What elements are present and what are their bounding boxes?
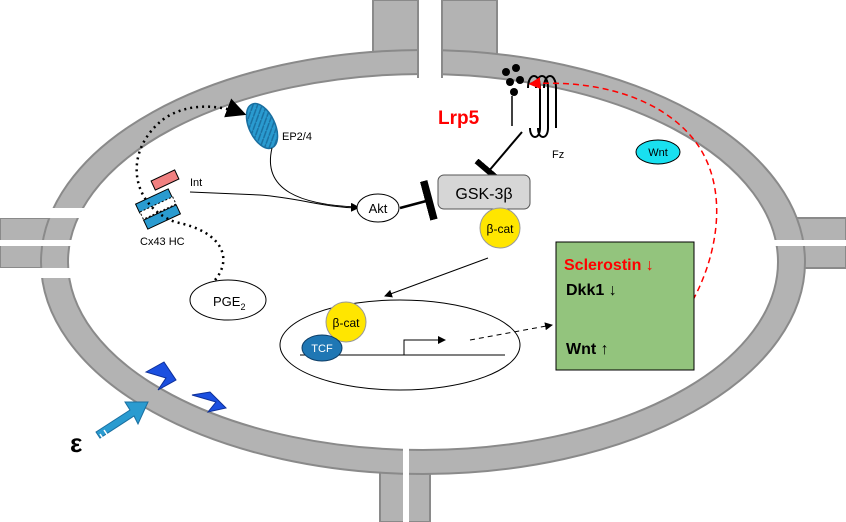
strain-epsilon-label: ε	[70, 428, 82, 458]
int-to-akt-arrow	[189, 191, 359, 212]
wnt-ligand-dots	[502, 64, 524, 96]
gsk3b-box	[437, 174, 531, 210]
lrp5-label: Lrp5	[438, 108, 480, 129]
wnt-feedback-arrow	[528, 77, 718, 301]
flow-chevron-2	[191, 391, 227, 413]
bcat-cyto-label: β-cat	[487, 222, 515, 236]
strain-arrow	[95, 401, 149, 447]
inhibit-gsk-from-akt	[399, 180, 438, 221]
fz-label: Fz	[552, 149, 564, 161]
bcat-translocation-arrow	[384, 257, 489, 298]
tcf-node	[301, 334, 343, 362]
wnt-target-label: Wnt ↑	[566, 341, 609, 358]
bcat-nuc-node	[325, 301, 367, 343]
pge2-label: PGE2	[213, 294, 245, 312]
sclerostin-label: Sclerostin ↓	[564, 257, 654, 274]
inhibit-gsk-line	[474, 131, 523, 184]
pge2-oval	[189, 279, 267, 321]
ep24-receptor	[245, 102, 279, 150]
ep24-to-akt-arrow	[269, 147, 359, 211]
expression-arrow	[469, 322, 553, 341]
bcat-cyto-node	[479, 207, 521, 249]
tcf-label: TCF	[311, 343, 333, 355]
akt-node	[356, 193, 400, 223]
pge2-release-path	[135, 98, 247, 281]
gsk3b-label: GSK-3β	[455, 186, 512, 203]
cx43-label: Cx43 HC	[140, 236, 185, 248]
wnt-protein-label: Wnt	[648, 147, 668, 159]
akt-label: Akt	[369, 201, 388, 216]
ep24-label: EP2/4	[282, 131, 312, 143]
cx43-hemichannel	[134, 169, 182, 230]
bcat-nuc-label: β-cat	[333, 316, 361, 330]
int-label: Int	[190, 177, 202, 189]
dkk1-label: Dkk1 ↓	[566, 282, 617, 299]
wnt-protein-oval	[635, 139, 681, 165]
flow-chevron-1	[144, 361, 177, 391]
transcription-start-arrow	[403, 336, 446, 355]
target-genes-box	[555, 241, 695, 371]
